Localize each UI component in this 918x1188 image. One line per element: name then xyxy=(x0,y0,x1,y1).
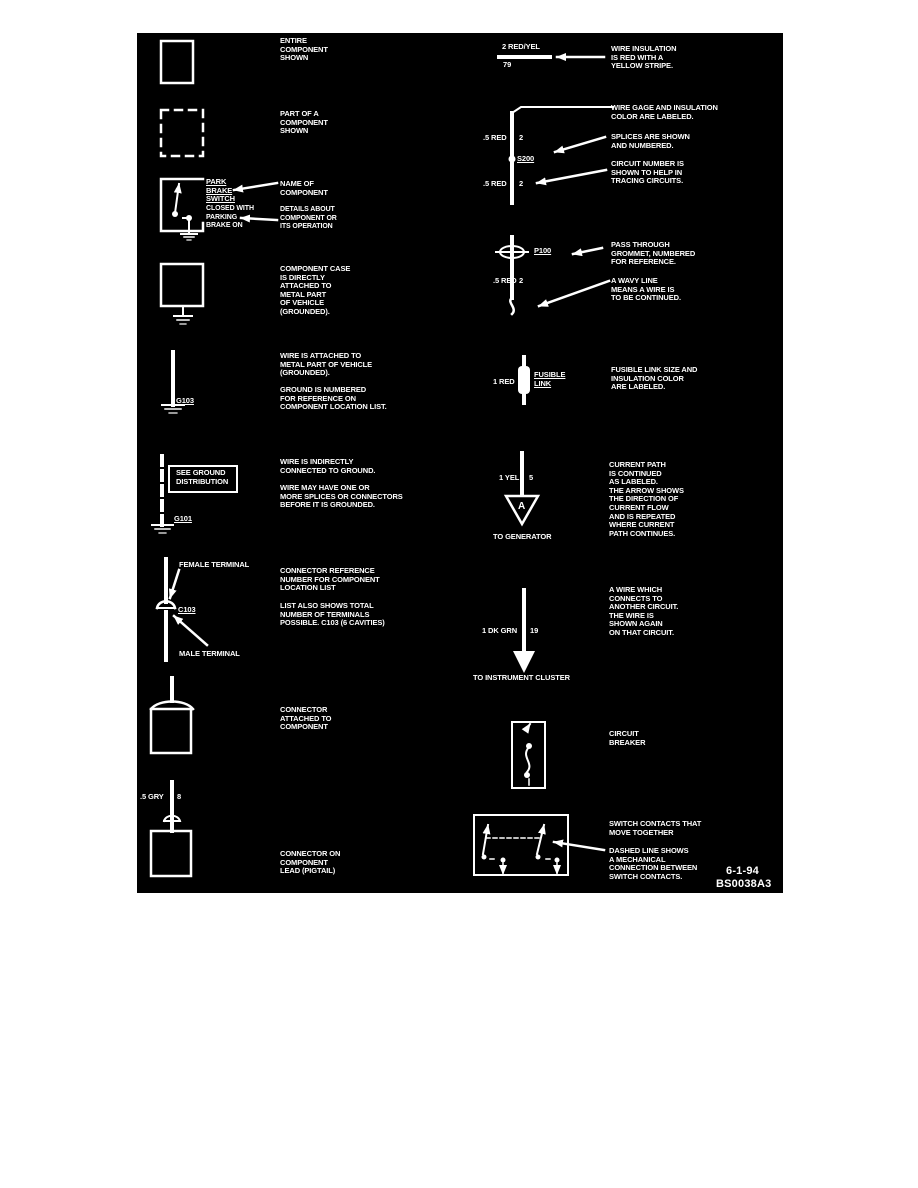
wire-num-yel: 5 xyxy=(529,473,534,482)
details-arrow xyxy=(239,214,279,223)
switch-detail-label: CLOSED WITH PARKING BRAKE ON xyxy=(206,205,254,230)
wire-indirect-text: WIRE IS INDIRECTLY CONNECTED TO GROUND. xyxy=(280,457,376,475)
fusible-link-symbol xyxy=(518,355,530,405)
part-component-text: PART OF A COMPONENT SHOWN xyxy=(280,109,328,136)
splice-s200-label: S200 xyxy=(517,154,535,163)
connector-reference-text: CONNECTOR REFERENCE NUMBER FOR COMPONENT… xyxy=(280,566,380,593)
male-terminal-arrow xyxy=(172,614,209,647)
switch-name-label: PARK BRAKE SWITCH xyxy=(206,177,235,204)
pigtail-connector-symbol xyxy=(149,780,193,878)
wire-gry-number: 8 xyxy=(177,792,182,801)
connector-c103-symbol xyxy=(155,557,177,662)
name-of-component-text: NAME OF COMPONENT xyxy=(280,179,328,197)
current-path-text: CURRENT PATH IS CONTINUED AS LABELED. TH… xyxy=(609,460,684,538)
ground-g101-label: G101 xyxy=(174,514,192,523)
wire-num-dkgrn: 19 xyxy=(530,626,539,635)
connector-c103-label: C103 xyxy=(178,605,196,614)
ground-numbered-text: GROUND IS NUMBERED FOR REFERENCE ON COMP… xyxy=(280,385,387,412)
indirect-ground-symbol xyxy=(151,454,238,534)
circuit-number-text: CIRCUIT NUMBER IS SHOWN TO HELP IN TRACI… xyxy=(611,159,684,186)
ganged-switch-symbol xyxy=(473,814,569,876)
wire-attached-text: WIRE IS ATTACHED TO METAL PART OF VEHICL… xyxy=(280,351,373,378)
connector-attached-symbol xyxy=(149,676,195,755)
female-terminal-label: FEMALE TERMINAL xyxy=(179,560,250,569)
fusible-size-text: FUSIBLE LINK SIZE AND INSULATION COLOR A… xyxy=(611,365,698,392)
splices-shown-text: SPLICES ARE SHOWN AND NUMBERED. xyxy=(611,132,690,150)
wire-red-yel-label: 2 RED/YEL xyxy=(502,42,540,51)
entire-component-symbol xyxy=(159,39,195,85)
wiring-symbols-diagram: ENTIRE COMPONENT SHOWN PART OF A COMPONE… xyxy=(137,33,783,893)
figure-id-label: BS0038A3 xyxy=(716,878,772,890)
wire-ground-symbol xyxy=(161,350,185,414)
date-label: 6-1-94 xyxy=(726,865,759,877)
circuit-number-arrow xyxy=(535,168,608,186)
arrow-letter-a: A xyxy=(518,501,526,512)
to-generator-label: TO GENERATOR xyxy=(493,532,552,541)
wire-num-top: 2 xyxy=(519,133,524,142)
wire-connects-text: A WIRE WHICH CONNECTS TO ANOTHER CIRCUIT… xyxy=(609,585,679,637)
wire-red-top-label: .5 RED xyxy=(483,133,507,142)
component-case-symbol xyxy=(159,262,205,325)
wire-num-grommet: 2 xyxy=(519,276,524,285)
connector-attached-text: CONNECTOR ATTACHED TO COMPONENT xyxy=(280,705,332,732)
wire-insulation-text: WIRE INSULATION IS RED WITH A YELLOW STR… xyxy=(611,44,677,71)
connector-on-lead-text: CONNECTOR ON COMPONENT LEAD (PIGTAIL) xyxy=(280,849,341,876)
splices-arrow xyxy=(553,135,607,154)
switch-contacts-text: SWITCH CONTACTS THAT MOVE TOGETHER xyxy=(609,819,702,837)
wire-num-bottom: 2 xyxy=(519,179,524,188)
wire-dkgrn-label: 1 DK GRN xyxy=(482,626,518,635)
pass-through-arrow xyxy=(571,246,604,257)
ground-g103-label: G103 xyxy=(176,396,194,405)
dashed-line-arrow xyxy=(552,839,606,852)
grommet-symbol xyxy=(495,235,529,316)
wire-gry-label: .5 GRY xyxy=(140,792,164,801)
circuit-breaker-text: CIRCUIT BREAKER xyxy=(609,729,646,747)
wire-red-grommet-label: .5 RED xyxy=(493,276,517,285)
wire-may-have-text: WIRE MAY HAVE ONE OR MORE SPLICES OR CON… xyxy=(280,483,403,510)
dashed-line-text: DASHED LINE SHOWS A MECHANICAL CONNECTIO… xyxy=(609,846,698,881)
part-component-symbol xyxy=(159,108,205,158)
current-path-arrow-symbol xyxy=(503,451,541,527)
entire-component-text: ENTIRE COMPONENT SHOWN xyxy=(280,36,328,63)
to-instrument-label: TO INSTRUMENT CLUSTER xyxy=(473,673,570,682)
component-case-text: COMPONENT CASE IS DIRECTLY ATTACHED TO M… xyxy=(280,264,351,316)
circuit-breaker-symbol xyxy=(511,721,546,789)
instrument-arrow-symbol xyxy=(513,588,535,673)
grommet-p100-label: P100 xyxy=(534,246,552,255)
splice-wire-symbol xyxy=(508,106,614,205)
male-terminal-label: MALE TERMINAL xyxy=(179,649,240,658)
wire-red-bottom-label: .5 RED xyxy=(483,179,507,188)
wavy-line-text: A WAVY LINE MEANS A WIRE IS TO BE CONTIN… xyxy=(611,276,681,303)
park-brake-switch-symbol xyxy=(159,177,205,241)
wire-1red-label: 1 RED xyxy=(493,377,515,386)
details-about-text: DETAILS ABOUT COMPONENT OR ITS OPERATION xyxy=(280,206,337,231)
circuit-79-label: 79 xyxy=(503,60,512,69)
pass-through-text: PASS THROUGH GROMMET, NUMBERED FOR REFER… xyxy=(611,240,696,267)
diagram-graphics xyxy=(149,39,614,878)
see-ground-box-text: SEE GROUND DISTRIBUTION xyxy=(176,468,229,486)
fusible-link-label: FUSIBLE LINK xyxy=(534,370,566,388)
wire-1yel-label: 1 YEL xyxy=(499,473,520,482)
list-also-text: LIST ALSO SHOWS TOTAL NUMBER OF TERMINAL… xyxy=(280,601,385,628)
wire-gage-text: WIRE GAGE AND INSULATION COLOR ARE LABEL… xyxy=(611,103,718,121)
wavy-line-arrow xyxy=(537,279,611,308)
female-terminal-arrow xyxy=(168,568,181,600)
name-of-component-arrow xyxy=(232,181,279,193)
